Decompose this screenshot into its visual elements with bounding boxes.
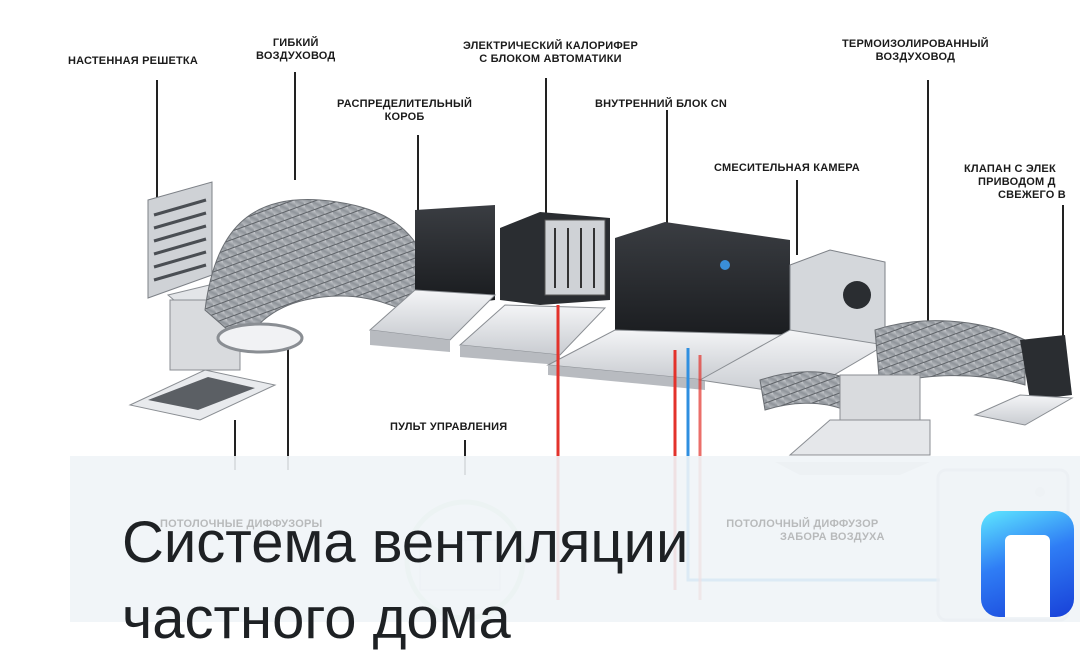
- label-flex-duct: ГИБКИЙ ВОЗДУХОВОД: [256, 37, 335, 63]
- label-ceiling-diffusers: ПОТОЛОЧНЫЕ ДИФФУЗОРЫ: [160, 518, 323, 531]
- label-text: РАСПРЕДЕЛИТЕЛЬНЫЙ: [337, 98, 473, 110]
- label-text: С БЛОКОМ АВТОМАТИКИ: [479, 53, 622, 65]
- label-text: ПУЛЬТ УПРАВЛЕНИЯ: [390, 421, 508, 433]
- label-text: ТЕРМОИЗОЛИРОВАННЫЙ: [842, 38, 989, 50]
- label-text: КЛАПАН С ЭЛЕК: [964, 163, 1056, 175]
- label-text: ЗАБОРА ВОЗДУХА: [780, 531, 885, 543]
- label-text: ВНУТРЕННИЙ БЛОК CN: [595, 98, 728, 110]
- label-insulated-duct: ТЕРМОИЗОЛИРОВАННЫЙ ВОЗДУХОВОД: [842, 38, 989, 64]
- label-ceiling-diffuser-intake: ПОТОЛОЧНЫЙ ДИФФУЗОР ЗАБОРА ВОЗДУХА: [720, 518, 885, 544]
- flexible-duct: [204, 199, 426, 354]
- label-text: ВОЗДУХОВОД: [875, 51, 956, 63]
- label-text: ПОТОЛОЧНЫЕ ДИФФУЗОРЫ: [160, 518, 323, 530]
- logo-shape: [1005, 535, 1050, 617]
- page-title: Система вентиляции частного дома: [122, 505, 688, 657]
- label-electric-heater: ЭЛЕКТРИЧЕСКИЙ КАЛОРИФЕР С БЛОКОМ АВТОМАТ…: [463, 40, 638, 66]
- label-text: ГИБКИЙ: [272, 37, 319, 49]
- label-text: ПОТОЛОЧНЫЙ ДИФФУЗОР: [726, 518, 879, 530]
- distribution-box: [368, 205, 497, 352]
- label-air-valve: КЛАПАН С ЭЛЕК ПРИВОДОМ Д СВЕЖЕГО В: [964, 163, 1080, 202]
- label-wall-grille: НАСТЕННАЯ РЕШЕТКА: [68, 55, 198, 68]
- label-text: СМЕСИТЕЛЬНАЯ КАМЕРА: [714, 162, 860, 174]
- title-overlay: [70, 456, 1080, 622]
- title-line: Система вентиляции: [122, 510, 689, 575]
- leader-lines: [156, 72, 1064, 475]
- air-valve: [973, 335, 1074, 426]
- label-text: ВОЗДУХОВОД: [256, 50, 336, 62]
- title-line: частного дома: [122, 586, 511, 651]
- mixing-chamber: [698, 249, 887, 396]
- label-text: НАСТЕННАЯ РЕШЕТКА: [68, 55, 198, 67]
- label-text: КОРОБ: [384, 111, 425, 123]
- ventilation-diagram: НАСТЕННАЯ РЕШЕТКА ГИБКИЙ ВОЗДУХОВОД ЭЛЕК…: [68, 37, 1080, 651]
- brand-logo: [981, 511, 1074, 617]
- label-text: ПРИВОДОМ Д: [978, 176, 1056, 188]
- label-text: СВЕЖЕГО В: [998, 189, 1066, 201]
- indoor-unit: [546, 222, 792, 390]
- label-distribution-box: РАСПРЕДЕЛИТЕЛЬНЫЙ КОРОБ: [337, 98, 472, 124]
- wall-grille: [147, 181, 213, 299]
- label-control-panel: ПУЛЬТ УПРАВЛЕНИЯ: [390, 421, 507, 434]
- electric-heater: [458, 212, 610, 365]
- label-text: ЭЛЕКТРИЧЕСКИЙ КАЛОРИФЕР: [463, 40, 638, 52]
- label-indoor-unit: ВНУТРЕННИЙ БЛОК CN: [595, 98, 727, 111]
- insulated-duct: [759, 320, 1026, 411]
- label-mixing-chamber: СМЕСИТЕЛЬНАЯ КАМЕРА: [714, 162, 860, 175]
